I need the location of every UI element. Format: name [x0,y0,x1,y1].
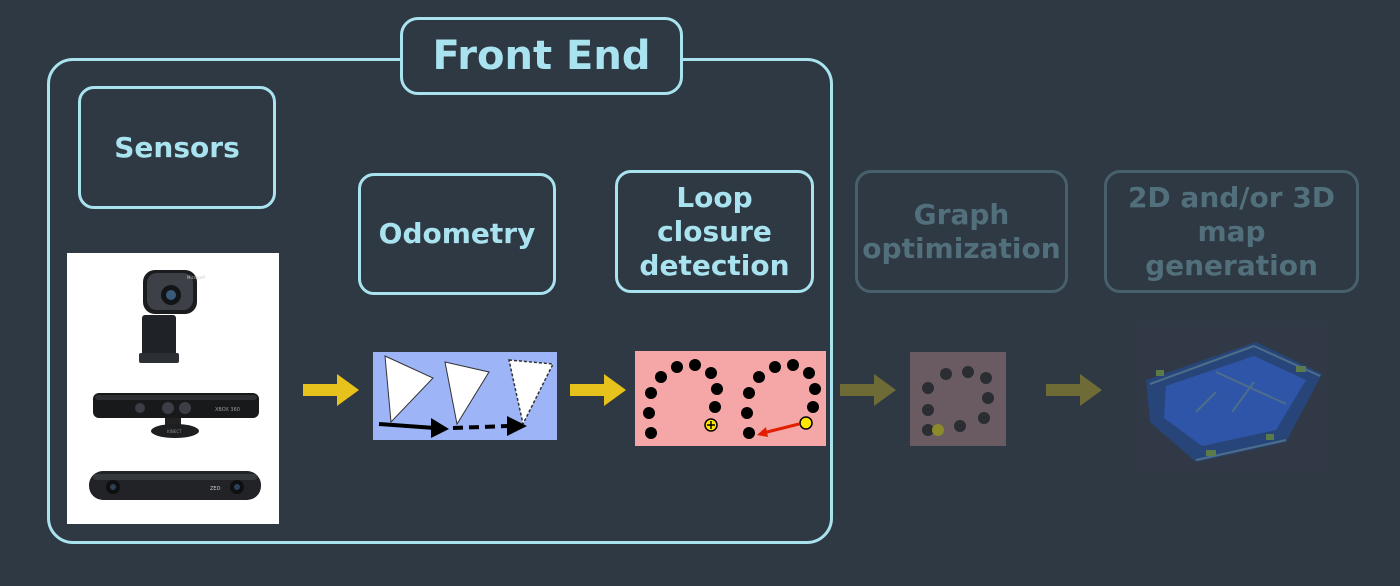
loop-closure-box: Loop closure detection [615,170,814,293]
graph-optimization-image [910,352,1006,446]
loop-closure-label: Loop closure detection [639,180,790,282]
odometry-image [373,352,557,440]
loop-closure-image [635,351,826,446]
webcam-brand: Microsoft [187,275,206,280]
zed-camera-image: ZED [89,471,261,500]
map-generation-image [1136,322,1327,474]
arrow-sensors-odometry [303,374,359,406]
odometry-box: Odometry [358,173,556,295]
graph-optimization-label: Graph optimization [862,197,1061,265]
webcam-image: Microsoft [139,270,206,363]
front-end-title: Front End [400,17,683,95]
arrow-odometry-loop [570,374,626,406]
arrow-graph-map [1046,374,1102,406]
kinect-brand: XBOX 360 [215,407,240,413]
kinect-image: XBOX 360 KINECT [93,393,259,438]
sensors-box: Sensors [78,86,276,209]
sensors-label: Sensors [114,130,240,164]
graph-optimization-box: Graph optimization [855,170,1068,293]
zed-brand: ZED [210,486,221,492]
arrow-loop-graph [840,374,896,406]
odometry-label: Odometry [378,217,536,250]
map-generation-label: 2D and/or 3D map generation [1127,180,1336,282]
kinect-logo: KINECT [167,429,182,434]
sensors-image: Microsoft XBOX 360 KINECT ZED [67,253,279,524]
map-generation-box: 2D and/or 3D map generation [1104,170,1359,293]
